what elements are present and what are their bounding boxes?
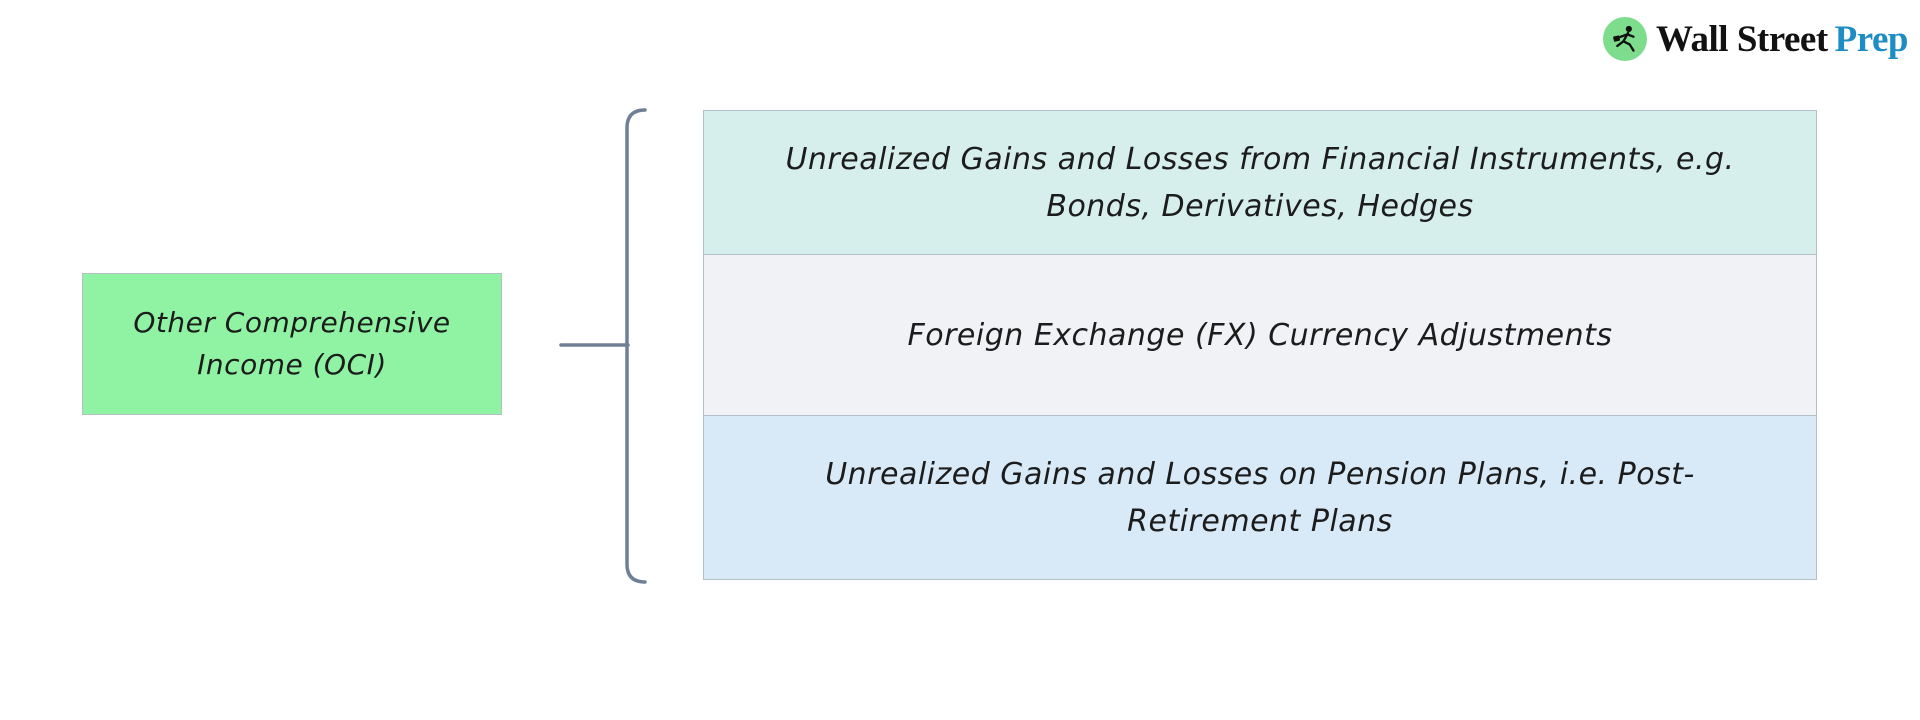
list-item-label: Foreign Exchange (FX) Currency Adjustmen…	[907, 317, 1613, 353]
bracket-line	[625, 108, 647, 584]
logo-wordmark-wallstreet: Wall Street	[1656, 18, 1828, 60]
list-item-financial-instruments: Unrealized Gains and Losses from Financi…	[704, 111, 1816, 254]
root-node-oci: Other Comprehensive Income (OCI)	[82, 273, 502, 415]
list-item-pension-plans: Unrealized Gains and Losses on Pension P…	[704, 416, 1816, 579]
runner-icon	[1603, 17, 1648, 61]
list-item-label: Unrealized Gains and Losses on Pension P…	[825, 456, 1695, 539]
oci-components-list: Unrealized Gains and Losses from Financi…	[703, 110, 1817, 580]
root-node-label: Other Comprehensive Income (OCI)	[133, 306, 451, 381]
list-item-label: Unrealized Gains and Losses from Financi…	[785, 141, 1735, 224]
logo-wordmark-prep: Prep	[1834, 18, 1909, 60]
list-item-fx-adjustments: Foreign Exchange (FX) Currency Adjustmen…	[704, 254, 1816, 416]
bracket-connector	[559, 108, 647, 584]
